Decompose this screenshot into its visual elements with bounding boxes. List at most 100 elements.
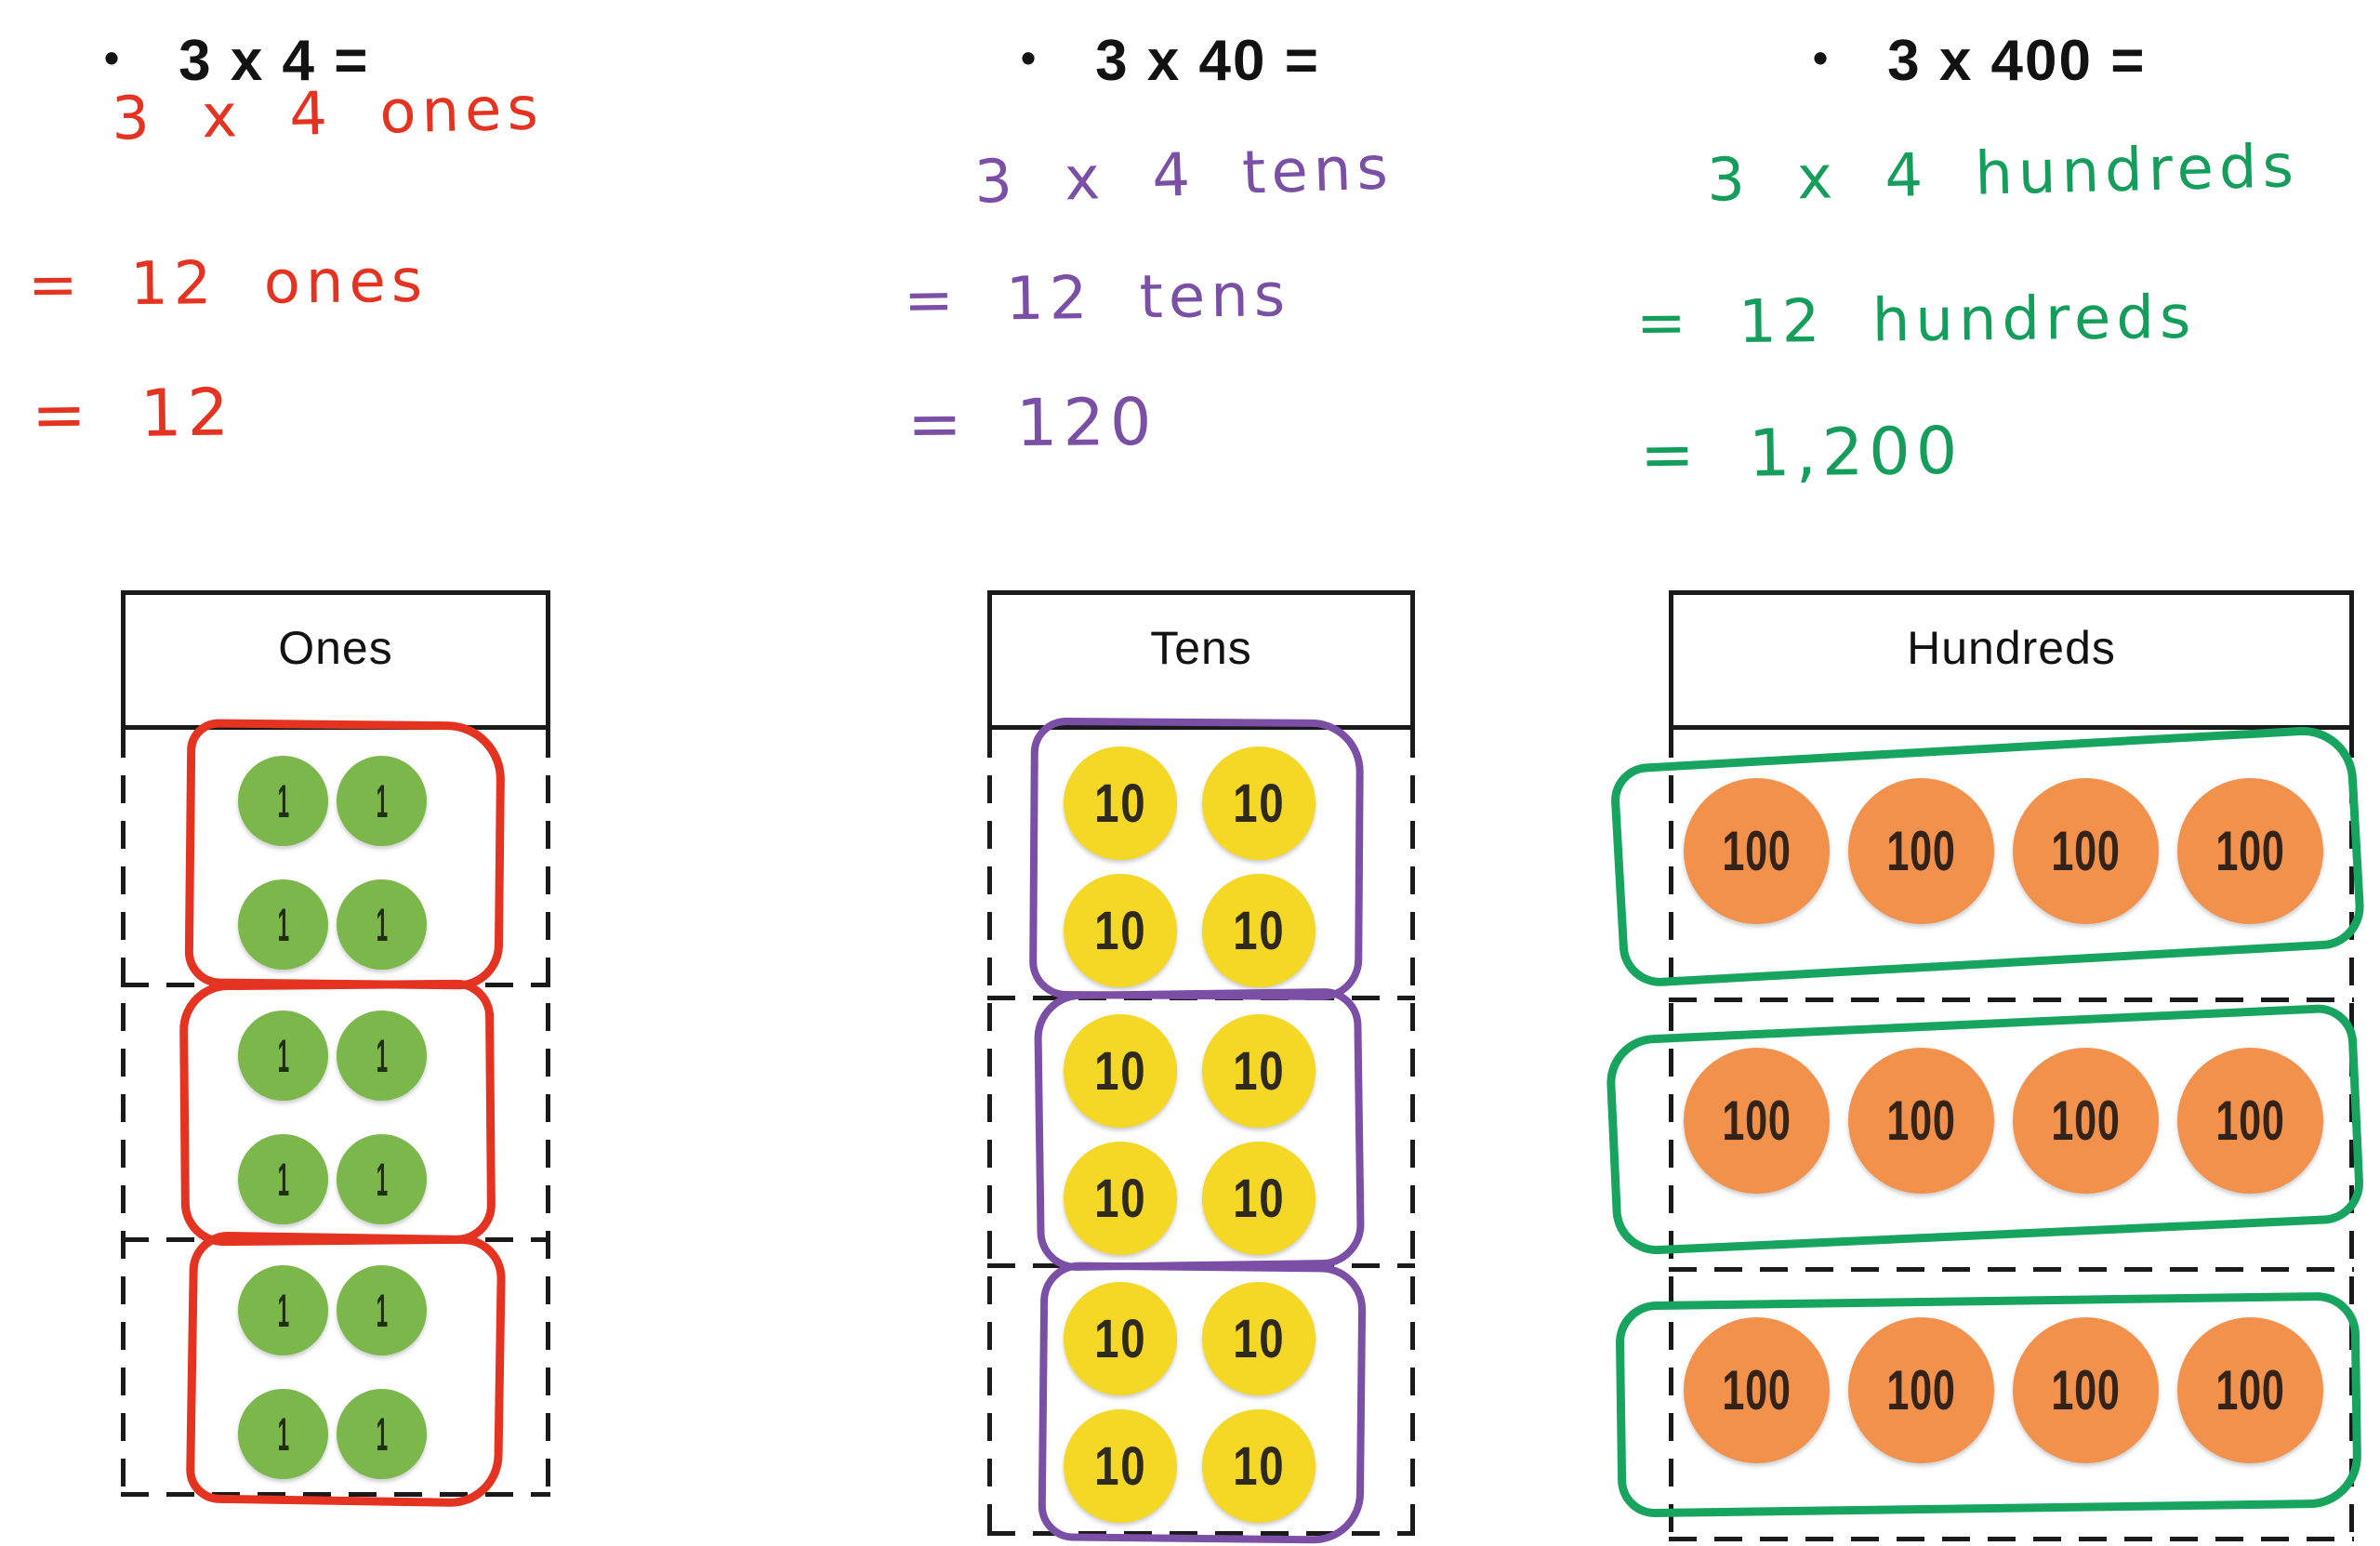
counter-label: 10 — [1232, 773, 1286, 834]
hundreds-counter: 100 — [2013, 778, 2159, 924]
equation-heading-hundreds: • 3 x 400 = — [1813, 28, 2146, 94]
hundreds-counter: 100 — [1848, 1048, 1994, 1194]
equation-text: 3 x 400 = — [1887, 29, 2147, 93]
equation-text: 3 x 4 = — [178, 29, 370, 93]
chart-title: Tens — [1150, 622, 1252, 674]
chart-header: Hundreds — [1669, 590, 2354, 730]
handwritten-line: = 12 hundreds — [1635, 283, 2197, 359]
place-value-chart-hundreds: Hundreds 100 100 100 100 100 100 — [1605, 590, 2367, 1541]
chart-cell: 1 1 1 1 — [121, 979, 550, 1247]
equation-heading-ones: • 3 x 4 = — [104, 28, 369, 94]
bullet-icon: • — [104, 33, 122, 82]
counter-group: 1 1 1 1 — [238, 756, 427, 970]
bullet-icon: • — [1021, 33, 1038, 82]
counter-label: 100 — [1722, 820, 1792, 882]
dashed-separator — [1669, 1267, 2354, 1272]
dashed-border-left — [1669, 730, 1673, 1539]
counter-label: 100 — [2051, 1359, 2121, 1421]
counter-label: 1 — [277, 1407, 289, 1460]
ones-counter: 1 — [238, 1389, 328, 1479]
tens-counter: 10 — [1202, 1282, 1316, 1395]
hundreds-counter: 100 — [1848, 1317, 1994, 1463]
ones-counter: 1 — [337, 1265, 427, 1355]
equation-text: 3 x 40 = — [1095, 29, 1320, 93]
counter-label: 1 — [376, 1284, 388, 1337]
ones-counter: 1 — [238, 1134, 328, 1224]
counter-group: 10 10 10 10 — [1064, 747, 1316, 987]
dashed-border-right — [1410, 730, 1415, 1533]
dashed-border-right — [546, 730, 550, 1494]
tens-counter: 10 — [1064, 1409, 1177, 1523]
handwritten-line: 3 x 4 tens — [972, 134, 1395, 218]
counter-label: 10 — [1093, 1040, 1147, 1102]
chart-cell: 10 10 10 10 — [987, 717, 1415, 1001]
ones-counter: 1 — [238, 1011, 328, 1101]
counter-label: 10 — [1093, 900, 1147, 961]
tens-counter: 10 — [1064, 874, 1177, 987]
counter-label: 1 — [277, 1029, 289, 1082]
ones-counter: 1 — [337, 1389, 427, 1479]
counter-group: 100 100 100 100 — [1684, 1317, 2323, 1463]
chart-cell: 10 10 10 10 — [987, 1262, 1415, 1544]
chart-cell: 1 1 1 1 — [121, 1231, 550, 1508]
counter-label: 10 — [1093, 1168, 1147, 1229]
chart-body: 1 1 1 1 1 1 1 1 1 — [121, 719, 550, 1508]
counter-group: 10 10 10 10 — [1064, 1014, 1316, 1255]
hundreds-counter: 100 — [2177, 1048, 2323, 1194]
counter-label: 10 — [1232, 1308, 1286, 1369]
counter-label: 10 — [1232, 900, 1286, 961]
chart-header: Ones — [121, 590, 550, 730]
counter-label: 10 — [1093, 773, 1147, 834]
ones-counter: 1 — [238, 879, 328, 970]
dashed-border-left — [121, 730, 126, 1494]
counter-label: 100 — [1886, 1359, 1956, 1421]
handwritten-line: = 12 — [31, 374, 235, 454]
hundreds-counter: 100 — [2013, 1317, 2159, 1463]
counter-label: 100 — [2215, 1090, 2285, 1152]
hundreds-counter: 100 — [1684, 1317, 1830, 1463]
dashed-separator — [987, 1263, 1415, 1268]
counter-label: 100 — [2215, 820, 2285, 882]
counter-label: 10 — [1093, 1435, 1147, 1497]
counter-group: 1 1 1 1 — [238, 1265, 427, 1479]
bullet-icon: • — [1813, 33, 1831, 82]
ones-counter: 1 — [337, 879, 427, 970]
handwritten-line: 3 x 4 hundreds — [1706, 132, 2300, 216]
hundreds-counter: 100 — [1684, 778, 1830, 924]
chart-cell: 100 100 100 100 — [1608, 723, 2367, 1002]
chart-body: 10 10 10 10 10 10 10 10 — [987, 717, 1415, 1544]
counter-label: 10 — [1232, 1435, 1286, 1497]
chart-title: Ones — [278, 622, 393, 674]
chart-title: Hundreds — [1907, 622, 2116, 674]
handwritten-line: = 120 — [906, 383, 1157, 463]
ones-counter: 1 — [337, 1011, 427, 1101]
counter-group: 1 1 1 1 — [238, 1011, 427, 1224]
tens-counter: 10 — [1202, 874, 1316, 987]
equation-heading-tens: • 3 x 40 = — [1021, 28, 1320, 94]
counter-label: 10 — [1232, 1168, 1286, 1229]
dashed-separator — [121, 983, 550, 987]
tens-counter: 10 — [1064, 1014, 1177, 1128]
chart-cell: 100 100 100 100 — [1605, 999, 2365, 1272]
counter-label: 1 — [277, 774, 289, 827]
hundreds-counter: 100 — [2177, 778, 2323, 924]
hundreds-counter: 100 — [1848, 778, 1994, 924]
ones-counter: 1 — [337, 1134, 427, 1224]
counter-group: 100 100 100 100 — [1684, 1048, 2323, 1194]
handwritten-line: = 1,200 — [1639, 412, 1964, 494]
counter-group: 10 10 10 10 — [1064, 1282, 1316, 1523]
place-value-chart-tens: Tens 10 10 10 10 10 10 10 — [987, 590, 1415, 1544]
counter-label: 1 — [277, 1153, 289, 1206]
counter-label: 1 — [277, 1284, 289, 1337]
dashed-separator — [987, 1531, 1415, 1536]
tens-counter: 10 — [1064, 747, 1177, 860]
chart-body: 100 100 100 100 100 100 100 100 — [1605, 723, 2367, 1541]
counter-label: 100 — [2051, 1090, 2121, 1152]
counter-label: 100 — [1722, 1090, 1792, 1152]
counter-label: 100 — [2215, 1359, 2285, 1421]
dashed-separator — [121, 1492, 550, 1497]
handwritten-line: = 12 ones — [27, 246, 429, 321]
counter-label: 1 — [376, 1029, 388, 1082]
counter-label: 1 — [277, 898, 289, 951]
